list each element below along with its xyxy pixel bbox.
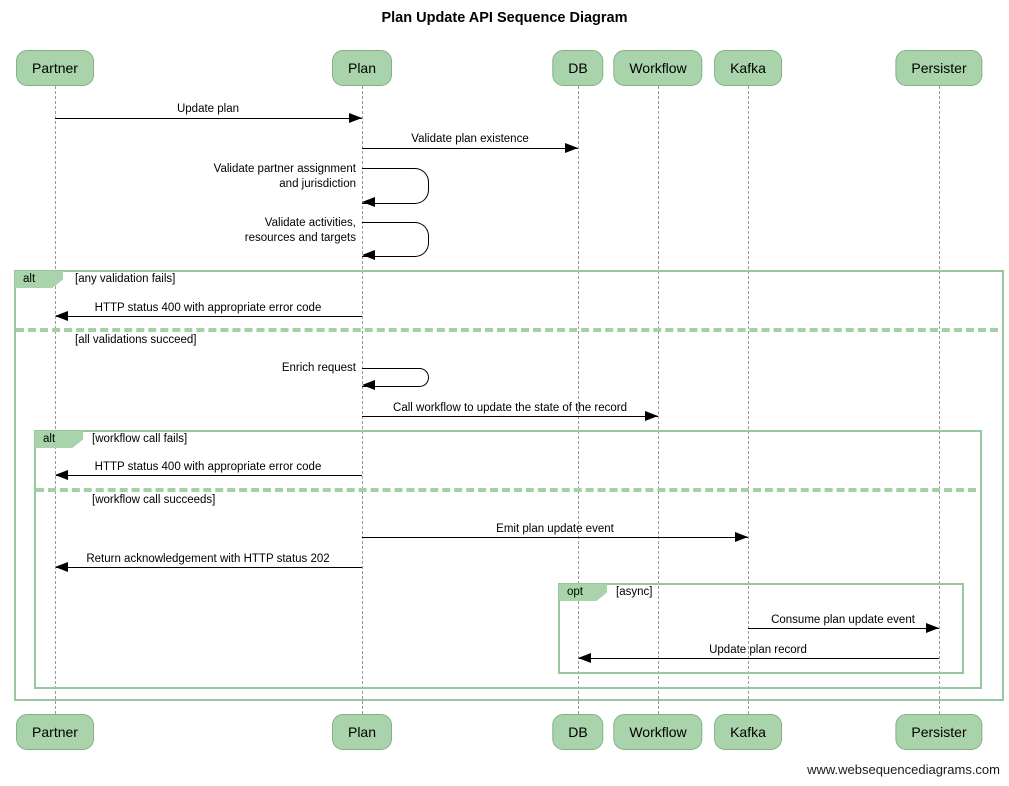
actor-persister-bottom: Persister xyxy=(895,714,983,750)
message-enrich-request-label: Enrich request xyxy=(281,362,356,374)
message-update-plan-line xyxy=(55,118,362,119)
arrowhead-right-icon xyxy=(349,113,362,123)
arrowhead-right-icon xyxy=(645,411,658,421)
arrowhead-left-icon xyxy=(362,250,375,260)
actor-partner-top: Partner xyxy=(16,50,94,86)
lifeline-plan xyxy=(362,86,363,714)
message-validate-plan-existence-label: Validate plan existence xyxy=(411,133,529,145)
lifeline-kafka xyxy=(748,86,749,714)
alt-workflow-divider xyxy=(36,488,976,492)
alt-workflow-guard-success: [workflow call succeeds] xyxy=(92,494,216,506)
alt-workflow-guard-fail: [workflow call fails] xyxy=(92,433,188,445)
message-update-record-line xyxy=(579,658,939,659)
arrowhead-left-icon xyxy=(578,653,591,663)
arrowhead-left-icon xyxy=(55,562,68,572)
message-http-400-workflow-line xyxy=(56,475,362,476)
lifeline-workflow xyxy=(658,86,659,714)
message-http-400-workflow-label: HTTP status 400 with appropriate error c… xyxy=(94,461,322,473)
self-message-loop xyxy=(362,222,429,257)
lifeline-db xyxy=(578,86,579,714)
alt-validation-operator-tab: alt xyxy=(15,271,63,288)
alt-validation-divider xyxy=(16,328,998,332)
arrowhead-left-icon xyxy=(55,470,68,480)
message-validate-plan-existence-line xyxy=(362,148,578,149)
message-validate-activities-label: Validate activities, resources and targe… xyxy=(244,217,356,244)
alt-workflow-fragment xyxy=(34,430,982,689)
actor-persister-top: Persister xyxy=(895,50,983,86)
actor-db-bottom: DB xyxy=(552,714,604,750)
message-update-plan-label: Update plan xyxy=(176,103,240,115)
actor-plan-top: Plan xyxy=(331,50,393,86)
message-http-400-validation-label: HTTP status 400 with appropriate error c… xyxy=(94,302,322,314)
alt-workflow-operator-tab: alt xyxy=(35,431,83,448)
message-consume-event-line xyxy=(748,628,939,629)
self-message-loop xyxy=(362,168,429,204)
message-emit-event-line xyxy=(362,537,748,538)
actor-workflow-top: Workflow xyxy=(613,50,703,86)
watermark: www.websequencediagrams.com xyxy=(807,762,1000,777)
message-http-400-validation-line xyxy=(56,316,362,317)
message-validate-partner-assignment-label: Validate partner assignment and jurisdic… xyxy=(213,163,356,190)
message-call-workflow-line xyxy=(362,416,658,417)
arrowhead-left-icon xyxy=(362,197,375,207)
arrowhead-left-icon xyxy=(55,311,68,321)
message-return-ack-label: Return acknowledgement with HTTP status … xyxy=(86,553,330,565)
actor-partner-bottom: Partner xyxy=(16,714,94,750)
alt-validation-fragment xyxy=(14,270,1004,701)
message-update-record-label: Update plan record xyxy=(709,644,807,656)
actor-db-top: DB xyxy=(552,50,604,86)
actor-kafka-bottom: Kafka xyxy=(714,714,782,750)
alt-validation-guard-success: [all validations succeed] xyxy=(75,334,197,346)
arrowhead-right-icon xyxy=(735,532,748,542)
message-emit-event-label: Emit plan update event xyxy=(496,523,614,535)
self-message-loop xyxy=(362,368,429,387)
message-consume-event-label: Consume plan update event xyxy=(771,614,915,626)
arrowhead-left-icon xyxy=(362,380,375,390)
alt-validation-guard-fail: [any validation fails] xyxy=(75,273,176,285)
arrowhead-right-icon xyxy=(926,623,939,633)
opt-async-fragment xyxy=(558,583,964,674)
message-call-workflow-label: Call workflow to update the state of the… xyxy=(393,402,627,414)
message-return-ack-line xyxy=(56,567,362,568)
lifeline-persister xyxy=(939,86,940,714)
opt-async-operator-tab: opt xyxy=(559,584,607,601)
opt-async-guard: [async] xyxy=(616,586,653,598)
actor-plan-bottom: Plan xyxy=(331,714,393,750)
actor-workflow-bottom: Workflow xyxy=(613,714,703,750)
diagram-title: Plan Update API Sequence Diagram xyxy=(381,10,628,26)
lifeline-partner xyxy=(55,86,56,714)
actor-kafka-top: Kafka xyxy=(714,50,782,86)
arrowhead-right-icon xyxy=(565,143,578,153)
